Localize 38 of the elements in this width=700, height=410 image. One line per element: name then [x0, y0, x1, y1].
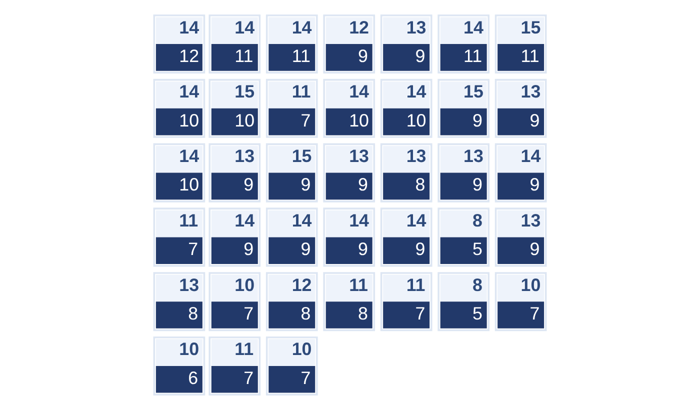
node-box: 10 7	[208, 272, 261, 332]
node-box: 12 8	[266, 272, 318, 332]
node-box: 13 9	[380, 14, 432, 74]
node-box: 11 7	[153, 208, 206, 267]
node-box: 11 8	[323, 272, 376, 332]
node-box: 11 7	[266, 78, 318, 138]
node-box: 14 12	[153, 14, 206, 74]
node-box: 13 9	[208, 143, 261, 202]
node-box: 13 9	[323, 143, 376, 202]
node-box: 11 7	[380, 272, 432, 332]
node-box: 12 9	[323, 14, 376, 74]
node-box: 14 10	[380, 78, 432, 138]
node-box: 15 10	[208, 78, 261, 138]
node-box: 14 9	[380, 208, 432, 267]
node-box: 10 6	[153, 336, 206, 396]
node-box: 14 10	[153, 143, 206, 202]
node-box: 13 9	[494, 208, 547, 267]
node-box: 14 9	[494, 143, 547, 202]
node-box: 13 8	[380, 143, 432, 202]
node-box: 10 7	[266, 336, 318, 396]
node-box: 14 9	[208, 208, 261, 267]
node-box: 14 9	[323, 208, 376, 267]
node-box: 14 9	[266, 208, 318, 267]
node-box: 14 10	[323, 78, 376, 138]
node-box: 14 10	[153, 78, 206, 138]
node-box: 15 9	[266, 143, 318, 202]
node-box: 13 8	[153, 272, 206, 332]
node-box: 15 9	[438, 78, 490, 138]
node-box: 14 11	[208, 14, 261, 74]
node-box: 15 11	[494, 14, 547, 74]
node-box: 13 9	[438, 143, 490, 202]
node-box: 14 11	[438, 14, 490, 74]
node-box: 10 7	[494, 272, 547, 332]
node-box: 13 9	[494, 78, 547, 138]
node-box: 8 5	[438, 208, 490, 267]
node-box: 8 5	[438, 272, 490, 332]
node-box: 11 7	[208, 336, 261, 396]
node-box: 14 11	[266, 14, 318, 74]
